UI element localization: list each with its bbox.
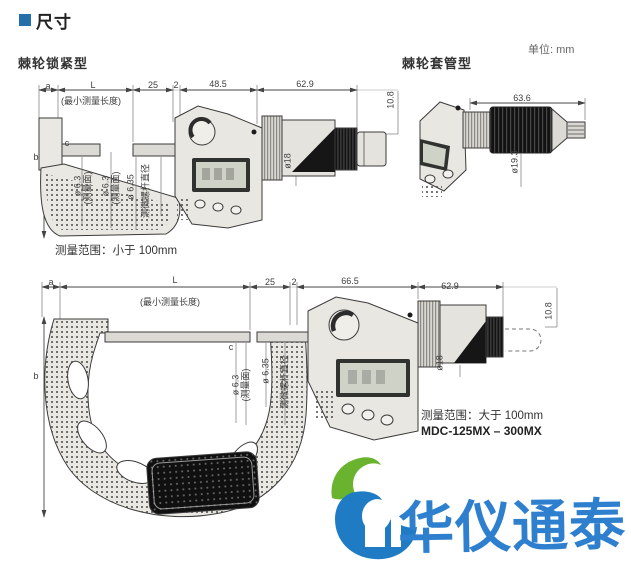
unit-label: 单位: mm [528, 44, 575, 56]
watermark-logo-icon [331, 457, 417, 560]
d3-range-text: 测量范围：大于 100mm [421, 410, 544, 422]
d1-range-text: 测量范围：小于 100mm [55, 245, 178, 257]
d1-face2-note: (测量面) [110, 171, 121, 205]
d1-dim-62-9: 62.9 [296, 79, 314, 89]
d3-dim-10-8: 10.8 [543, 302, 554, 320]
d3-dim-l: L [172, 275, 178, 285]
d3-dim-25: 25 [264, 277, 276, 287]
diagram1-drawing [38, 85, 399, 239]
d1-dim-48-5: 48.5 [209, 79, 227, 89]
d3-screw-note: 测微螺杆直径 [279, 355, 290, 410]
d3-thimble-dia: ø18 [434, 355, 445, 371]
d1-dim-l-note: (最小测量长度) [61, 96, 121, 106]
d2-sleeve-dia: ø19.3 [509, 150, 520, 174]
d1-dim-c: c [64, 138, 70, 148]
d3-screw-dia: ø 6.35 [260, 358, 271, 384]
d3-dim-62-9: 62.9 [441, 281, 459, 291]
d3-dim-l-note: (最小测量长度) [140, 297, 200, 307]
d3-dim-b: b [33, 371, 39, 381]
d1-face1-note: (测量面) [82, 171, 93, 205]
diagram3-drawing [41, 282, 558, 518]
d1-dim-10-8: 10.8 [385, 91, 396, 109]
d1-dim-l: L [90, 80, 96, 90]
d1-dim-2: 2 [173, 80, 179, 90]
section-marker-icon [19, 14, 31, 26]
d1-dim-b: b [33, 152, 39, 162]
diagram2-drawing [419, 98, 586, 197]
d1-dim-25: 25 [147, 80, 159, 90]
watermark-text: 华仪通泰 [397, 493, 627, 560]
d3-dim-a: a [48, 277, 54, 287]
d1-screw-dia: ø 6.35 [125, 174, 136, 200]
diagram1-label: 棘轮锁紧型 [18, 56, 89, 71]
d1-thimble-dia: ø18 [282, 153, 293, 169]
d3-dim-c: c [228, 342, 234, 352]
d2-dim-63-6: 63.6 [513, 93, 531, 103]
d1-dim-a: a [45, 81, 51, 91]
d3-dim-66-5: 66.5 [341, 276, 359, 286]
d3-dim-2: 2 [291, 277, 297, 287]
d3-face-note: (测量面) [240, 368, 251, 402]
diagram2-label: 棘轮套管型 [402, 56, 473, 71]
d3-model-text: MDC-125MX – 300MX [421, 424, 542, 438]
page-title: 尺寸 [36, 13, 72, 32]
d1-screw-note: 测微螺杆直径 [140, 164, 151, 219]
